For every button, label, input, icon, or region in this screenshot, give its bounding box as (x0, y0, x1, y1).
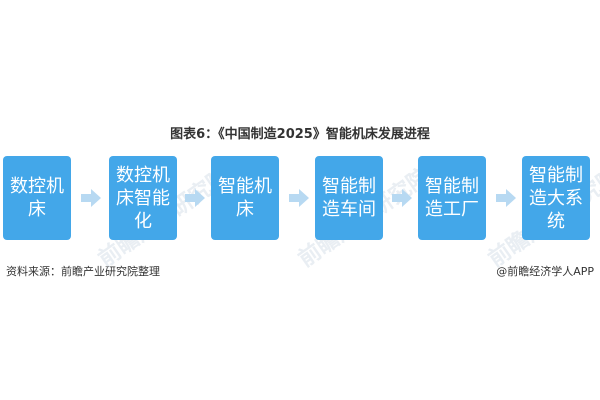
source-note: 资料来源：前瞻产业研究院整理 (6, 265, 160, 278)
arrow-right-icon (392, 189, 412, 207)
step-label: 智能制造大系统 (529, 164, 583, 232)
figure-title: 图表6：《中国制造2025》智能机床发展进程 (170, 127, 430, 142)
step-box: 智能制造工厂 (418, 156, 486, 240)
credit-note: @前瞻经济学人APP (496, 265, 594, 278)
arrow-right-icon (289, 189, 309, 207)
step-label: 智能制造车间 (322, 176, 376, 220)
step-box: 数控机床 (3, 156, 71, 240)
step-box: 数控机床智能化 (109, 156, 177, 240)
step-box: 智能制造车间 (315, 156, 383, 240)
step-label: 智能机床 (218, 176, 272, 220)
step-label: 智能制造工厂 (425, 176, 479, 220)
step-label: 数控机床智能化 (116, 164, 170, 232)
step-box: 智能制造大系统 (522, 156, 590, 240)
arrow-right-icon (496, 189, 516, 207)
process-flow: 数控机床 数控机床智能化 智能机床 智能制造车间 智能制造工厂 智能制造大系统 (0, 156, 600, 242)
step-label: 数控机床 (10, 176, 64, 220)
step-box: 智能机床 (211, 156, 279, 240)
arrow-right-icon (81, 189, 101, 207)
arrow-right-icon (185, 189, 205, 207)
